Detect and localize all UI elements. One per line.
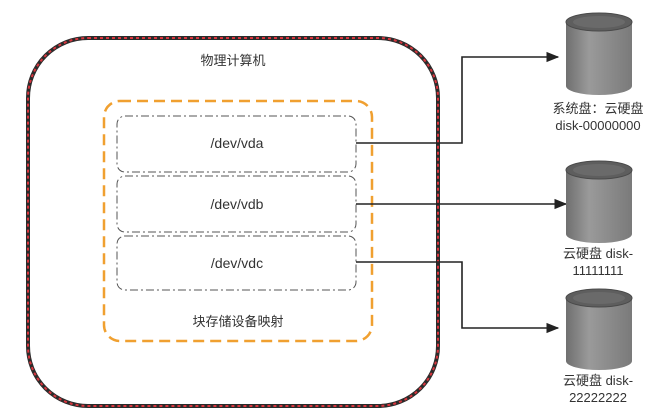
disk-system-label-line2: disk-00000000	[555, 118, 641, 133]
arrow-vda-to-system-disk	[356, 51, 560, 144]
disk-icon-2	[565, 288, 633, 370]
device-box-vdc	[116, 235, 357, 291]
disk-icon-system	[565, 12, 633, 95]
device-label-vdb: /dev/vdb	[210, 196, 264, 212]
disk-1-label-line1: 云硬盘 disk-	[562, 246, 634, 261]
arrow-vdc-to-disk-2	[356, 261, 560, 334]
host-frame	[26, 36, 440, 408]
mapping-label: 块存储设备映射	[192, 314, 284, 329]
disk-system-label-line1: 系统盘：云硬盘	[552, 101, 644, 116]
device-label-vdc: /dev/vdc	[210, 255, 264, 271]
disk-2-label-line1: 云硬盘 disk-	[562, 373, 634, 388]
mapping-frame	[102, 99, 374, 343]
disk-2-label-line2: 22222222	[569, 390, 627, 405]
device-box-vda	[116, 115, 357, 173]
host-title: 物理计算机	[200, 53, 266, 68]
device-label-vda: /dev/vda	[210, 135, 264, 151]
device-box-vdb	[116, 175, 357, 233]
disk-icon-1	[565, 160, 633, 243]
disk-1-label-line2: 11111111	[572, 263, 624, 278]
